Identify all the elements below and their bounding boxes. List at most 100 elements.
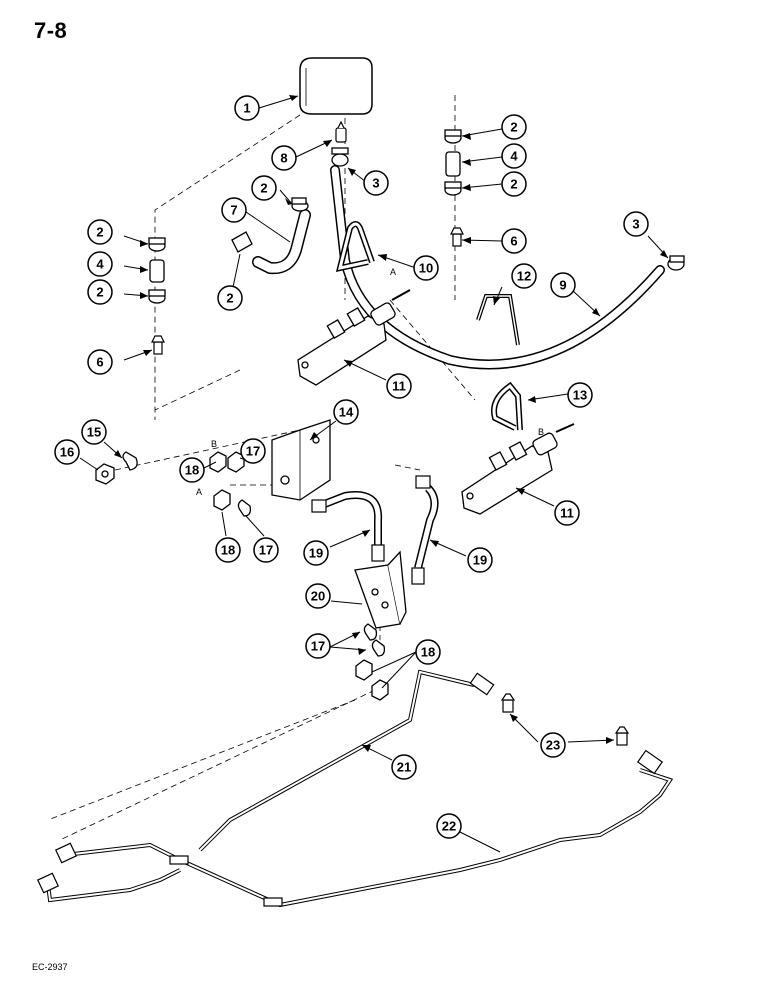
callout-17: 17 (253, 537, 279, 563)
master-cylinder (297, 289, 411, 386)
svg-text:7: 7 (230, 203, 237, 218)
callout-11: 11 (386, 373, 412, 399)
svg-text:19: 19 (309, 546, 323, 561)
callout-23: 23 (540, 732, 566, 758)
callouts: 1 2 2 2 2 2 2 3 3 4 4 6 6 7 8 9 10 11 11… (54, 95, 649, 839)
svg-text:2: 2 (96, 225, 103, 240)
callout-21: 21 (391, 754, 417, 780)
svg-text:11: 11 (392, 379, 406, 394)
marker-b: B (538, 427, 544, 437)
callout-17: 17 (240, 438, 266, 464)
svg-text:4: 4 (96, 257, 104, 272)
svg-text:6: 6 (510, 234, 517, 249)
svg-text:2: 2 (260, 181, 267, 196)
callout-6: 6 (87, 349, 113, 375)
callout-3: 3 (623, 211, 649, 237)
callout-3: 3 (363, 170, 389, 196)
callout-8: 8 (271, 145, 297, 171)
callout-10: 10 (413, 255, 439, 281)
page-number: 7-8 (34, 18, 68, 43)
callout-15: 15 (81, 419, 107, 445)
svg-text:17: 17 (311, 639, 325, 654)
hose-clamp (331, 147, 349, 167)
callout-22: 22 (436, 813, 462, 839)
svg-text:11: 11 (560, 506, 574, 521)
svg-text:13: 13 (573, 388, 587, 403)
svg-text:3: 3 (372, 176, 379, 191)
pipe-fitting (469, 672, 495, 696)
svg-text:3: 3 (632, 217, 639, 232)
svg-text:8: 8 (280, 151, 287, 166)
svg-text:12: 12 (517, 269, 531, 284)
svg-text:2: 2 (510, 120, 517, 135)
svg-text:18: 18 (185, 463, 199, 478)
svg-text:20: 20 (311, 589, 325, 604)
brake-pipe-branch (46, 868, 181, 903)
svg-text:9: 9 (559, 278, 566, 293)
callout-1: 1 (234, 95, 260, 121)
reservoir (299, 57, 373, 115)
callout-13: 13 (567, 382, 593, 408)
callout-2: 2 (87, 219, 113, 245)
callout-4: 4 (87, 251, 113, 277)
svg-text:16: 16 (60, 445, 74, 460)
svg-text:18: 18 (221, 543, 235, 558)
callout-19: 19 (467, 547, 493, 573)
callout-2: 2 (87, 279, 113, 305)
master-cylinder (461, 423, 575, 515)
callout-20: 20 (305, 583, 331, 609)
marker-b: B (211, 439, 217, 449)
callout-11: 11 (554, 500, 580, 526)
callout-6: 6 (501, 228, 527, 254)
svg-text:4: 4 (510, 149, 518, 164)
callout-18: 18 (215, 537, 241, 563)
hose-fitting (311, 475, 431, 585)
svg-text:14: 14 (339, 405, 354, 420)
flexible-hose (320, 485, 439, 569)
drawing-code: EC-2937 (32, 962, 68, 972)
callout-18: 18 (415, 639, 441, 665)
svg-text:23: 23 (546, 738, 560, 753)
leader-arrowheads (114, 95, 668, 752)
bleed-fitting (500, 693, 630, 746)
callout-18: 18 (179, 457, 205, 483)
svg-text:19: 19 (473, 553, 487, 568)
callout-12: 12 (511, 263, 537, 289)
svg-text:6: 6 (96, 355, 103, 370)
svg-text:2: 2 (226, 291, 233, 306)
callout-2: 2 (501, 171, 527, 197)
bleeder-screw (151, 227, 464, 355)
svg-text:15: 15 (87, 425, 101, 440)
callout-2: 2 (217, 285, 243, 311)
callout-4: 4 (501, 143, 527, 169)
mounting-bracket (271, 419, 331, 501)
svg-text:21: 21 (397, 760, 411, 775)
hose-bracket (354, 550, 407, 629)
callout-14: 14 (333, 399, 359, 425)
svg-text:22: 22 (442, 819, 456, 834)
callout-9: 9 (550, 272, 576, 298)
callout-17: 17 (305, 633, 331, 659)
svg-text:17: 17 (246, 444, 260, 459)
fitting (335, 120, 347, 143)
callout-2: 2 (251, 175, 277, 201)
callout-19: 19 (303, 540, 329, 566)
callout-7: 7 (221, 197, 247, 223)
svg-text:2: 2 (96, 285, 103, 300)
hose-section (149, 151, 461, 283)
long-hose-inner (331, 166, 664, 368)
svg-text:1: 1 (243, 101, 250, 116)
pipe-fitting (36, 749, 664, 907)
fasteners (95, 451, 389, 701)
svg-text:10: 10 (419, 261, 433, 276)
hose-clamp (667, 255, 685, 271)
marker-a: A (196, 487, 202, 497)
callout-2: 2 (501, 114, 527, 140)
hose-inner (253, 210, 310, 273)
svg-text:2: 2 (510, 177, 517, 192)
svg-text:18: 18 (421, 645, 435, 660)
marker-a: A (390, 267, 396, 277)
callout-16: 16 (54, 439, 80, 465)
svg-text:17: 17 (259, 543, 273, 558)
